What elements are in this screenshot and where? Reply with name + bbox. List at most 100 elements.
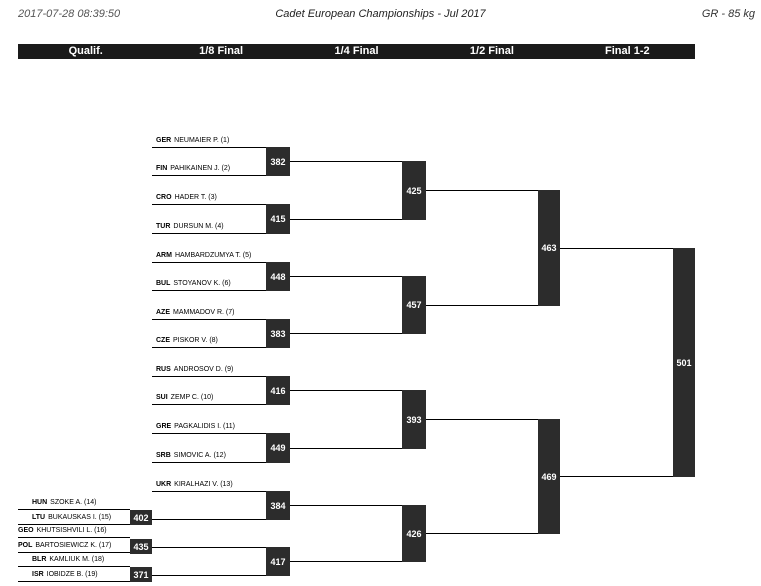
match-box-qf-426: 426 [402,505,426,562]
bracket-line [152,290,266,291]
athlete-name: KIRALHAZI V. (13) [174,481,233,488]
athlete-country: ISR [32,571,44,578]
bracket-line [152,376,266,377]
bracket-line [290,219,402,220]
bracket-line [560,248,673,249]
athlete-name: MAMMADOV R. (7) [173,309,235,316]
round-1-2-final: 1/2 Final [469,45,514,57]
bracket-line [152,462,266,463]
athlete-name: STOYANOV K. (6) [173,280,231,287]
match-box-r16-415: 415 [266,204,290,234]
bracket-line [18,581,130,582]
athlete-country: AZE [156,309,170,316]
bracket-line [152,347,266,348]
rounds-header: Qualif. 1/8 Final 1/4 Final 1/2 Final Fi… [18,44,695,59]
athlete-name: DURSUN M. (4) [173,223,224,230]
athlete-name: ANDROSOV D. (9) [173,366,234,373]
bracket-line [290,448,402,449]
round-1-4-final: 1/4 Final [334,45,379,57]
bracket-line [426,190,538,191]
athlete-country: CZE [156,337,170,344]
athlete-country: HUN [32,499,48,506]
bracket-line [426,305,538,306]
athlete-country: GEO [18,527,34,534]
bracket-line [152,147,266,148]
match-box-qualif-435: 435 [130,539,152,554]
athlete-name: SIMOVIC A. (12) [173,452,226,459]
match-box-qf-457: 457 [402,276,426,334]
bracket-line [18,524,130,525]
athlete-name: BUKAUSKAS I. (15) [48,514,112,521]
bracket-line [18,566,130,567]
bracket-line [290,390,402,391]
match-box-final-501: 501 [673,248,695,477]
athlete-country: POL [18,542,33,549]
match-box-sf-463: 463 [538,190,560,306]
athlete-country: SUI [156,394,168,401]
athlete-name: PAGKALIDIS I. (11) [174,423,235,430]
match-box-qf-393: 393 [402,390,426,449]
match-box-r16-384: 384 [266,491,290,520]
match-box-sf-469: 469 [538,419,560,534]
match-box-r16-416: 416 [266,376,290,405]
match-box-qf-425: 425 [402,161,426,220]
athlete-country: LTU [32,514,46,521]
bracket-line [152,233,266,234]
athlete-country: ARM [156,252,172,259]
athlete-country: GER [156,137,172,144]
bracket-line [152,575,266,576]
bracket-line [152,433,266,434]
athlete-country: CRO [156,194,172,201]
round-qualif: Qualif. [68,45,103,57]
athlete-country: RUS [156,366,171,373]
bracket-line [18,509,130,510]
athlete-country: BUL [156,280,171,287]
bracket-line [152,175,266,176]
athlete-country: GRE [156,423,172,430]
athlete-name: KAMLIUK M. (18) [49,556,105,563]
bracket-line [152,491,266,492]
bracket-line [152,319,266,320]
bracket-line [18,537,130,538]
athlete-name: PISKOR V. (8) [173,337,218,344]
bracket-line [426,533,538,534]
athlete-name: IOBIDZE B. (19) [46,571,98,578]
bracket-line [560,476,673,477]
bracket-line [290,505,402,506]
bracket-line [152,262,266,263]
bracket-line [152,547,266,548]
athlete-country: BLR [32,556,47,563]
match-box-r16-448: 448 [266,262,290,291]
match-box-r16-417: 417 [266,547,290,576]
match-box-r16-382: 382 [266,147,290,176]
match-box-r16-383: 383 [266,319,290,348]
athlete-name: SZOKE A. (14) [50,499,97,506]
athlete-name: HADER T. (3) [174,194,217,201]
athlete-name: KHUTSISHVILI L. (16) [36,527,107,534]
athlete-name: BARTOSIEWICZ K. (17) [35,542,112,549]
athlete-country: UKR [156,481,172,488]
athlete-country: TUR [156,223,171,230]
round-1-8-final: 1/8 Final [199,45,244,57]
bracket-line [290,561,402,562]
print-timestamp: 2017-07-28 08:39:50 [18,8,121,20]
athlete-name: HAMBARDZUMYA T. (5) [174,252,252,259]
bracket-line [290,276,402,277]
